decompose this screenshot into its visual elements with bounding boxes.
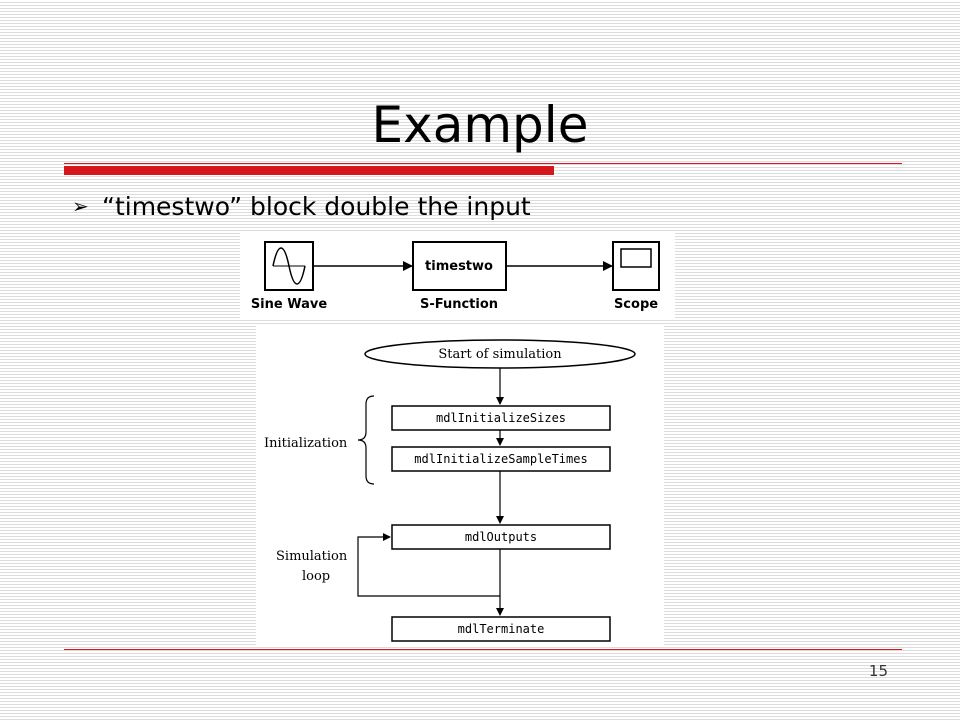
step-box-initialize-sample-times [391,446,611,472]
title-thin-rule [64,163,902,164]
step-box-outputs [391,524,611,550]
scope-block [612,241,660,291]
s-function-label: S-Function [420,297,498,312]
step-label-initialize-sizes: mdlInitializeSizes [436,411,566,425]
s-function-inner-label: timestwo [425,259,493,274]
loop-label-line2: loop [302,569,330,584]
loop-label-line1: Simulation [276,549,348,564]
step-label-terminate: mdlTerminate [458,622,545,636]
start-label: Start of simulation [438,347,562,362]
slide-title: Example [371,96,589,154]
simulink-model-diagram: Sine Wave timestwo S-Function Scope [240,232,675,320]
simulation-flowchart: Start of simulation mdlInitializeSizes m… [256,326,664,646]
step-box-initialize-sizes [391,405,611,431]
title-red-rule [64,166,554,175]
initialization-brace [357,395,375,485]
bullet-item: ➢ “timestwo” block double the input [72,188,531,224]
sine-wave-block [264,241,314,291]
simulation-loop-arrow [357,533,501,597]
page-number: 15 [868,662,888,680]
scope-label: Scope [614,297,658,312]
arrow-bullet-icon: ➢ [72,194,89,218]
step-box-terminate [391,616,611,642]
bullet-text: “timestwo” block double the input [102,191,531,221]
footer-rule [64,649,902,650]
step-label-initialize-sample-times: mdlInitializeSampleTimes [414,452,587,466]
step-label-outputs: mdlOutputs [465,530,537,544]
sine-wave-label: Sine Wave [251,297,328,312]
initialization-label: Initialization [264,436,348,451]
